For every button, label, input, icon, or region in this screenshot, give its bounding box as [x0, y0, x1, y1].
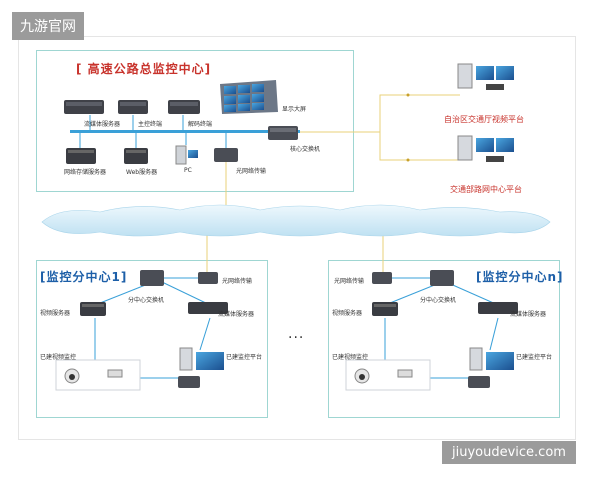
link-lines	[206, 94, 460, 272]
hq-label-core-switch: 核心交换机	[290, 146, 321, 153]
branchn-label-streaming: 流媒体服务器	[510, 311, 547, 318]
ministry-platform-icon	[457, 135, 514, 162]
region-platform-label: 自治区交通厅视频平台	[444, 115, 524, 124]
branch1-label-sub-switch: 分中心交换机	[128, 297, 165, 304]
branch1-label-built-video: 已建视频监控	[40, 354, 77, 361]
branch1-video-server-icon	[80, 302, 106, 316]
region-platform-icon	[457, 63, 514, 90]
pc-icon	[175, 145, 198, 165]
hq-web-server-icon	[124, 148, 148, 164]
branchn-label-built-video: 已建视频监控	[332, 354, 369, 361]
bullet-camera-icon	[107, 369, 123, 378]
branchn-label-video-server: 视频服务器	[332, 310, 363, 317]
branchn-label-fiber: 光网络传输	[334, 278, 365, 285]
branch1-monitor-platform-icon	[178, 347, 224, 388]
network-cloud	[41, 204, 551, 237]
hq-panel	[36, 50, 354, 192]
branchn-fiber-icon	[372, 272, 392, 284]
branchn-label-built-platform: 已建监控平台	[516, 354, 553, 361]
branch1-panel	[36, 260, 268, 418]
hq-decode-terminal-icon	[168, 100, 200, 114]
watermark-bottom-right: jiuyoudevice.com	[442, 441, 576, 464]
branchn-sub-switch-icon	[430, 270, 454, 286]
hq-fiber-switch-icon	[214, 148, 238, 162]
branchn-monitor-platform-icon	[468, 347, 514, 388]
branch1-streaming-server-icon	[188, 302, 228, 314]
hq-label-display-wall: 显示大屏	[282, 106, 307, 113]
link-core-to-ministry	[379, 132, 460, 161]
branch1-label-fiber: 光网络传输	[222, 278, 253, 285]
branchn-title: [监控分中心n]	[476, 270, 564, 284]
link-core-to-platforms	[300, 94, 460, 133]
hq-main-terminal-icon	[118, 100, 148, 114]
core-switch-icon	[268, 126, 298, 140]
hq-display-wall-icon	[220, 80, 278, 114]
hq-net-storage-icon	[66, 148, 96, 164]
dome-camera-icon	[64, 368, 80, 384]
branch1-sub-switch-icon	[140, 270, 164, 286]
hq-bus	[70, 130, 300, 133]
branch1-label-streaming: 流媒体服务器	[218, 311, 255, 318]
hq-label-net-storage: 网络存储服务器	[64, 169, 107, 176]
junction-dot	[406, 93, 410, 97]
watermark-top-left: 九游官网	[12, 12, 84, 40]
diagram-frame	[18, 36, 576, 440]
junction-dot	[406, 158, 410, 162]
branchn-panel	[328, 260, 560, 418]
branchn-streaming-server-icon	[478, 302, 518, 314]
hq-label-decode-terminal: 解码终端	[188, 121, 213, 128]
hq-label-main-terminal: 主控终端	[138, 121, 163, 128]
branchn-label-sub-switch: 分中心交换机	[420, 297, 457, 304]
hq-label-web-server: Web服务器	[126, 169, 158, 176]
branchn-video-server-icon	[372, 302, 398, 316]
more-branches-ellipsis: ...	[288, 326, 305, 342]
hq-label-pc: PC	[184, 167, 192, 174]
branch1-title: [监控分中心1]	[40, 270, 128, 284]
ministry-platform-label: 交通部路网中心平台	[450, 185, 522, 194]
branch1-label-built-platform: 已建监控平台	[226, 354, 263, 361]
branch1-label-video-server: 视频服务器	[40, 310, 71, 317]
bullet-camera-icon	[397, 369, 413, 378]
hq-title: [ 高速公路总监控中心]	[76, 62, 212, 76]
dome-camera-icon	[354, 368, 370, 384]
hq-label-fiber: 光网络传输	[236, 168, 267, 175]
hq-label-streaming-server: 流媒体服务器	[84, 121, 121, 128]
hq-streaming-server-icon	[64, 100, 104, 114]
branch1-fiber-icon	[198, 272, 218, 284]
